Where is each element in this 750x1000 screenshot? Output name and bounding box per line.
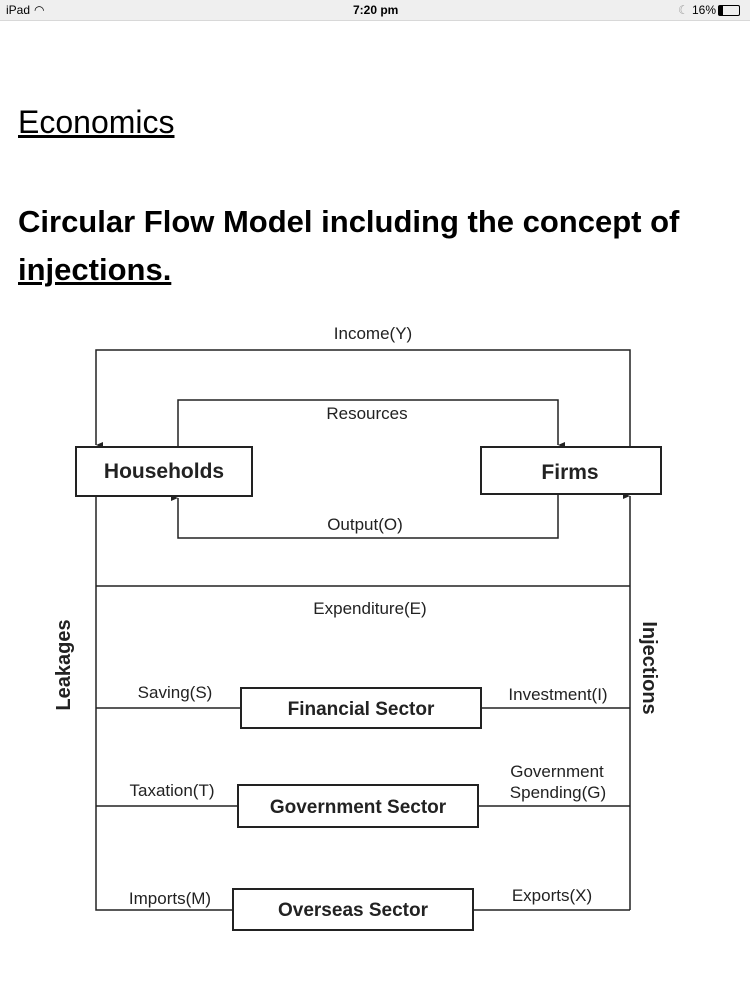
- gov-spending-label-2: Spending(G): [510, 783, 606, 802]
- overseas-sector-label: Overseas Sector: [278, 900, 429, 921]
- battery-icon: [718, 5, 740, 16]
- title-line-2: injections.: [18, 252, 172, 287]
- households-label: Households: [104, 460, 224, 483]
- investment-label: Investment(I): [508, 685, 607, 704]
- heading: Economics: [18, 104, 175, 140]
- injection-line: [473, 496, 630, 911]
- battery-percent: 16%: [692, 3, 717, 17]
- income-flow: [95, 349, 631, 448]
- output-flow: [171, 494, 559, 539]
- firms-box: [480, 446, 662, 495]
- government-sector-label: Government Sector: [270, 797, 447, 818]
- gov-spending-label-1: Government: [510, 762, 604, 781]
- moon-icon: ☾: [678, 3, 689, 17]
- clock: 7:20 pm: [353, 3, 399, 17]
- households-box: [75, 446, 253, 497]
- title: Circular Flow Model including the concep…: [18, 198, 750, 294]
- leakages-label: Leakages: [53, 619, 75, 710]
- income-label: Income(Y): [334, 324, 412, 343]
- injections-label: Injections: [638, 621, 660, 714]
- leakage-line: [95, 496, 233, 911]
- status-bar: iPad ◠ 7:20 pm ☾ 16%: [0, 0, 750, 21]
- financial-sector-label: Financial Sector: [288, 699, 435, 720]
- taxation-label: Taxation(T): [129, 781, 214, 800]
- output-label: Output(O): [327, 515, 403, 534]
- saving-label: Saving(S): [138, 683, 213, 702]
- financial-sector-box: [240, 687, 482, 729]
- exports-label: Exports(X): [512, 886, 592, 905]
- expenditure-label: Expenditure(E): [313, 599, 426, 618]
- imports-label: Imports(M): [129, 889, 211, 908]
- overseas-sector-box: [232, 888, 474, 931]
- resources-flow: [177, 399, 565, 448]
- wifi-icon: ◠: [34, 3, 45, 17]
- firms-label: Firms: [541, 461, 598, 484]
- resources-label: Resources: [326, 404, 407, 423]
- government-sector-box: [237, 784, 479, 828]
- title-line-1: Circular Flow Model including the concep…: [18, 204, 680, 239]
- device-label: iPad: [6, 3, 31, 17]
